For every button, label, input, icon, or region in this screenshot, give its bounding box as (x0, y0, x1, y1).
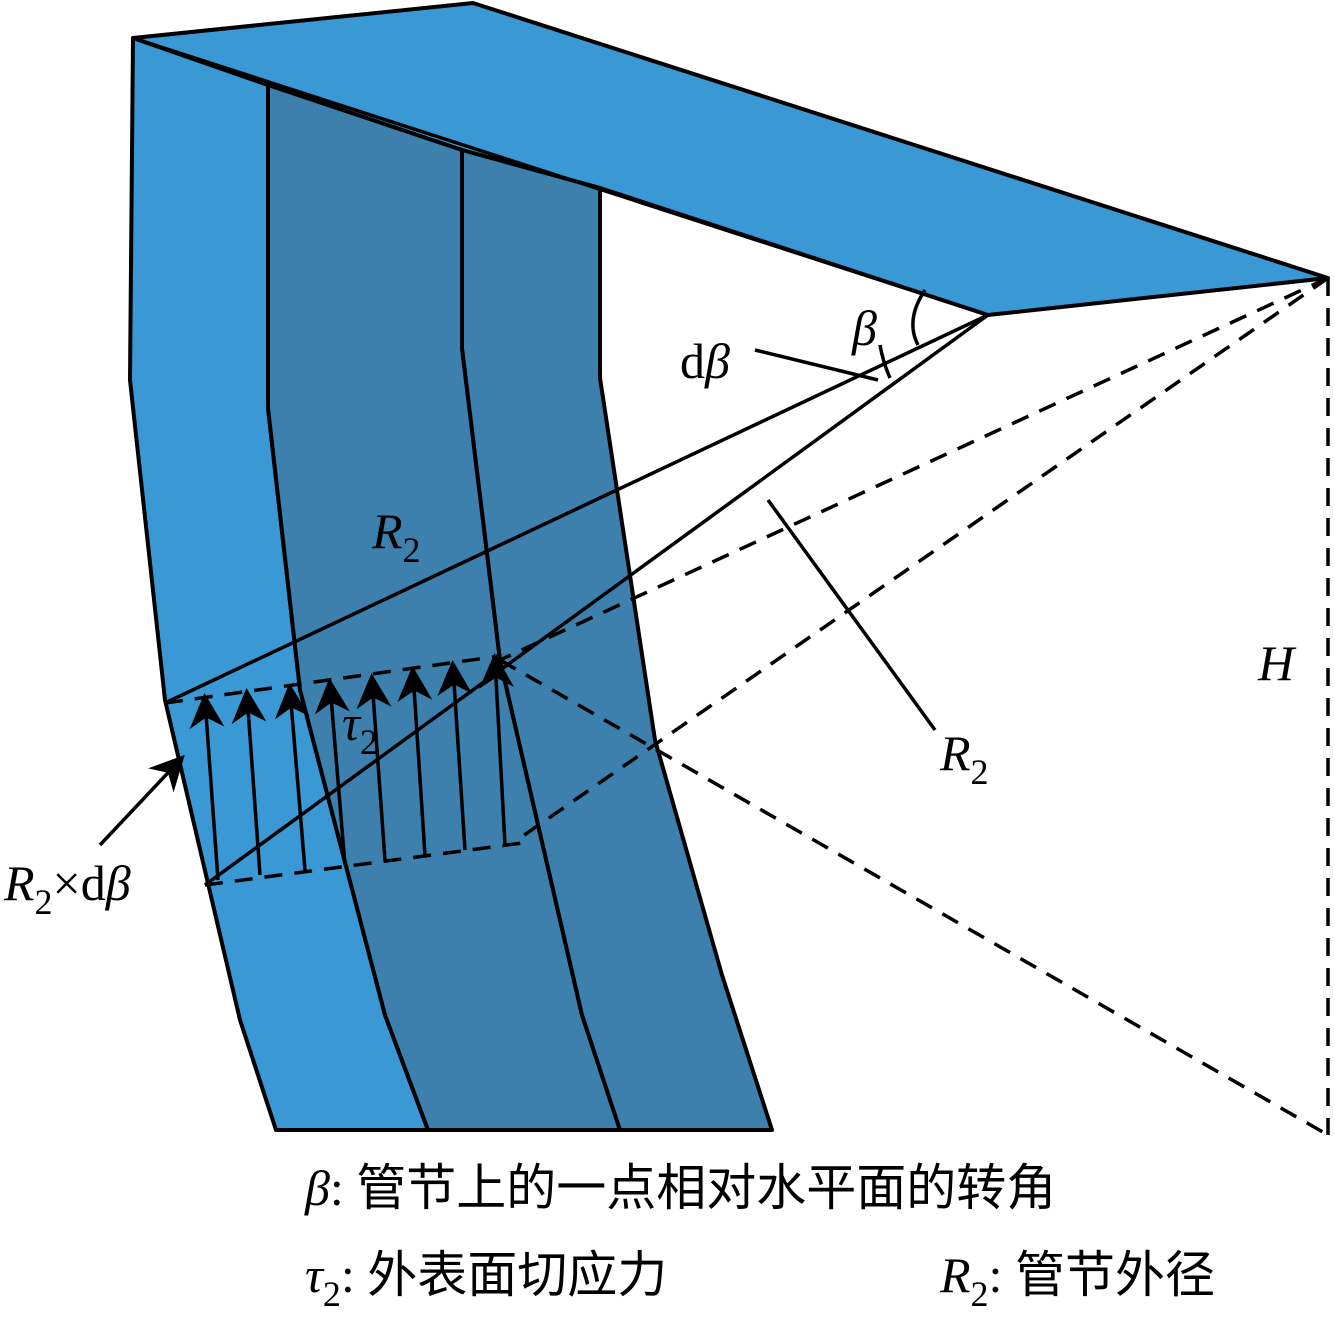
shear-arrow (189, 693, 225, 881)
element-bottom-dashed (204, 840, 531, 887)
arc-beta: β (105, 855, 131, 911)
shear-arrow (231, 688, 267, 876)
legend-tau-sub: 2 (323, 1274, 341, 1314)
arc-length-label: R2×dβ (3, 855, 131, 922)
tau-sub: 2 (360, 722, 378, 762)
shear-arrow (274, 683, 310, 871)
dbeta-symbol: β (704, 333, 730, 389)
top-face-edge (132, 36, 989, 317)
dbeta-label: dβ (680, 333, 730, 389)
r2-sub: 2 (971, 752, 989, 792)
r2-symbol: R (939, 725, 971, 781)
legend-r2-sub: 2 (971, 1274, 989, 1314)
pipe-inner-face-2 (460, 148, 774, 1132)
legend-line-2-left: τ2: 外表面切应力 (305, 1247, 667, 1314)
r2-sub: 2 (403, 530, 421, 570)
legend-tau-symbol: τ (305, 1247, 325, 1303)
legend-r2-symbol: R (939, 1247, 971, 1303)
legend-line-2-right: R2: 管节外径 (939, 1247, 1215, 1314)
r2-symbol: R (371, 503, 403, 559)
height-label: H (1257, 635, 1297, 691)
radius-line-lower (203, 313, 990, 887)
dbeta-arc (878, 344, 892, 379)
shear-arrow (397, 666, 433, 856)
tau-symbol: τ (342, 695, 362, 751)
r2-lower-label: R2 (939, 725, 989, 792)
beta-arc (911, 289, 927, 346)
beta-label: β (851, 300, 877, 356)
r2-upper-label: R2 (371, 503, 421, 570)
dashed-radius-upper (499, 276, 1329, 662)
legend-beta-text: : 管节上的一点相对水平面的转角 (330, 1160, 1056, 1216)
dashed-bottom-line (499, 658, 1329, 1137)
legend-beta-symbol: β (304, 1160, 330, 1216)
dashed-radius-lower (519, 276, 1329, 840)
r2-leader (766, 498, 937, 732)
arc-times: ×d (53, 855, 106, 911)
arc-symbol: R (3, 855, 35, 911)
legend-r2-text: : 管节外径 (989, 1247, 1215, 1303)
shear-arrow (356, 673, 392, 861)
dbeta-leader (754, 348, 879, 382)
shear-arrow (314, 678, 350, 866)
arc-sub: 2 (35, 882, 53, 922)
legend-tau-text: : 外表面切应力 (341, 1247, 667, 1303)
dbeta-prefix: d (680, 333, 705, 389)
shear-arrow (479, 653, 514, 846)
shear-stress-arrows (189, 653, 514, 881)
radius-line-upper (164, 313, 989, 705)
shear-arrow (437, 660, 473, 851)
tau-label: τ2 (342, 695, 378, 762)
legend-line-1: β: 管节上的一点相对水平面的转角 (304, 1160, 1056, 1216)
arc-length-leader (98, 754, 185, 847)
